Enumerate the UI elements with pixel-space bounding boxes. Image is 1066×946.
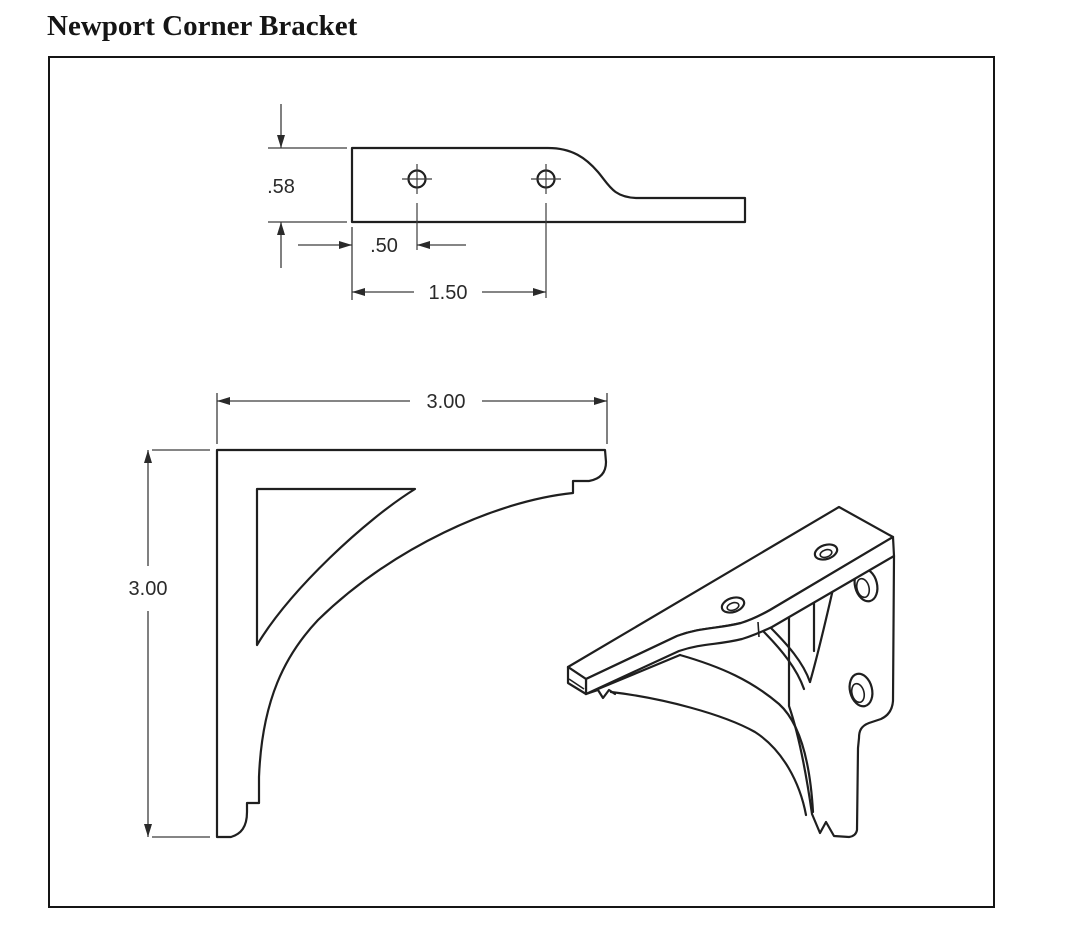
iso-back-plate — [787, 554, 896, 839]
page-title: Newport Corner Bracket — [47, 10, 358, 42]
iso-top-hole-2-inner — [726, 601, 740, 612]
dim-hole-offset-label: .50 — [370, 235, 398, 257]
iso-face-hole-2-inner — [850, 682, 866, 704]
top-view-hole-1-crosshair — [402, 164, 432, 194]
iso-top-hole-1-inner — [819, 548, 833, 559]
dim-height-extension-lines — [152, 449, 210, 838]
dim-height-label: 3.00 — [129, 578, 168, 600]
dim-hole-spacing-label: 1.50 — [429, 282, 468, 304]
top-view-hole-2-crosshair — [531, 164, 561, 194]
iso-arm-tip-chamfer — [568, 678, 585, 690]
side-view: 3.00 3.00 — [129, 391, 608, 839]
iso-web-curve-upper — [678, 653, 815, 814]
technical-drawing-canvas: .58 .50 1.50 3.00 3.00 — [129, 104, 896, 839]
dim-width-label: 3.00 — [427, 391, 466, 413]
top-view: .58 .50 1.50 — [267, 104, 747, 304]
iso-top-hole-1-outer — [813, 543, 839, 561]
dim-thickness-label: .58 — [267, 176, 295, 198]
iso-cutout-hypotenuse-far — [766, 623, 812, 684]
iso-face-hole-2-outer — [848, 672, 874, 708]
iso-web-curve-lower — [609, 690, 808, 817]
iso-s-curve-tick — [757, 621, 760, 638]
side-view-cutout — [255, 487, 417, 647]
drawing-border-frame: .58 .50 1.50 3.00 3.00 — [48, 56, 995, 908]
iso-top-hole-2-outer — [720, 596, 746, 614]
iso-cutout-hypotenuse-near — [760, 628, 806, 691]
isometric-view — [566, 505, 896, 839]
top-view-outline — [350, 146, 747, 224]
iso-face-hole-1-inner — [855, 577, 871, 599]
